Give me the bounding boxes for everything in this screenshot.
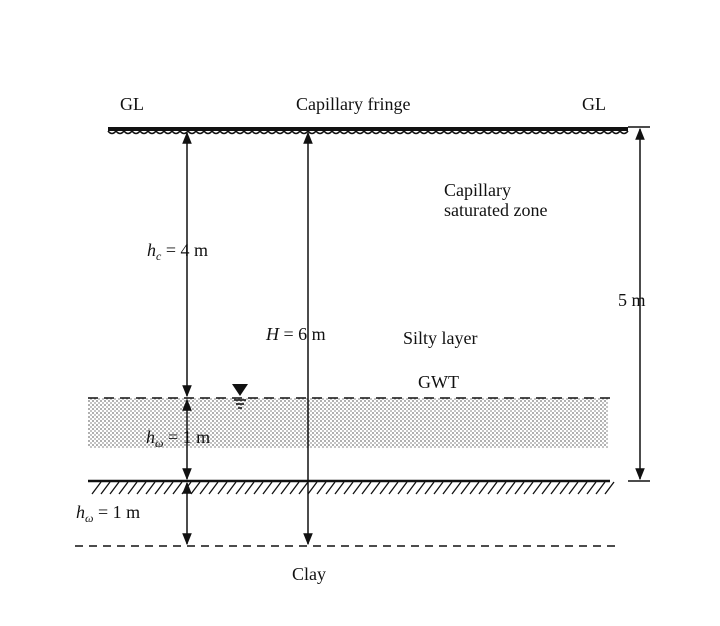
clay-label: Clay	[292, 564, 326, 584]
depth-5m-label: 5 m	[618, 290, 646, 310]
hatching	[91, 481, 615, 495]
gl-left-label: GL	[120, 94, 144, 114]
hw-band-label: hω = 1 m	[146, 427, 210, 450]
ground-surface	[107, 127, 629, 135]
hw-lower-label: hω = 1 m	[76, 502, 140, 525]
gwt-label: GWT	[418, 372, 459, 392]
H-label: H = 6 m	[265, 324, 326, 344]
silty-layer-label: Silty layer	[403, 328, 478, 348]
ground-texture	[107, 130, 629, 135]
clay-interface	[88, 479, 615, 495]
gl-right-label: GL	[582, 94, 606, 114]
capillary-saturated-label-line1: Capillary	[444, 180, 511, 200]
hc-label: hc = 4 m	[147, 240, 208, 263]
capillary-fringe-label: Capillary fringe	[296, 94, 410, 114]
capillary-saturated-label-line2: saturated zone	[444, 200, 547, 220]
saturated-band	[88, 398, 608, 448]
water-table-symbol	[232, 384, 248, 409]
